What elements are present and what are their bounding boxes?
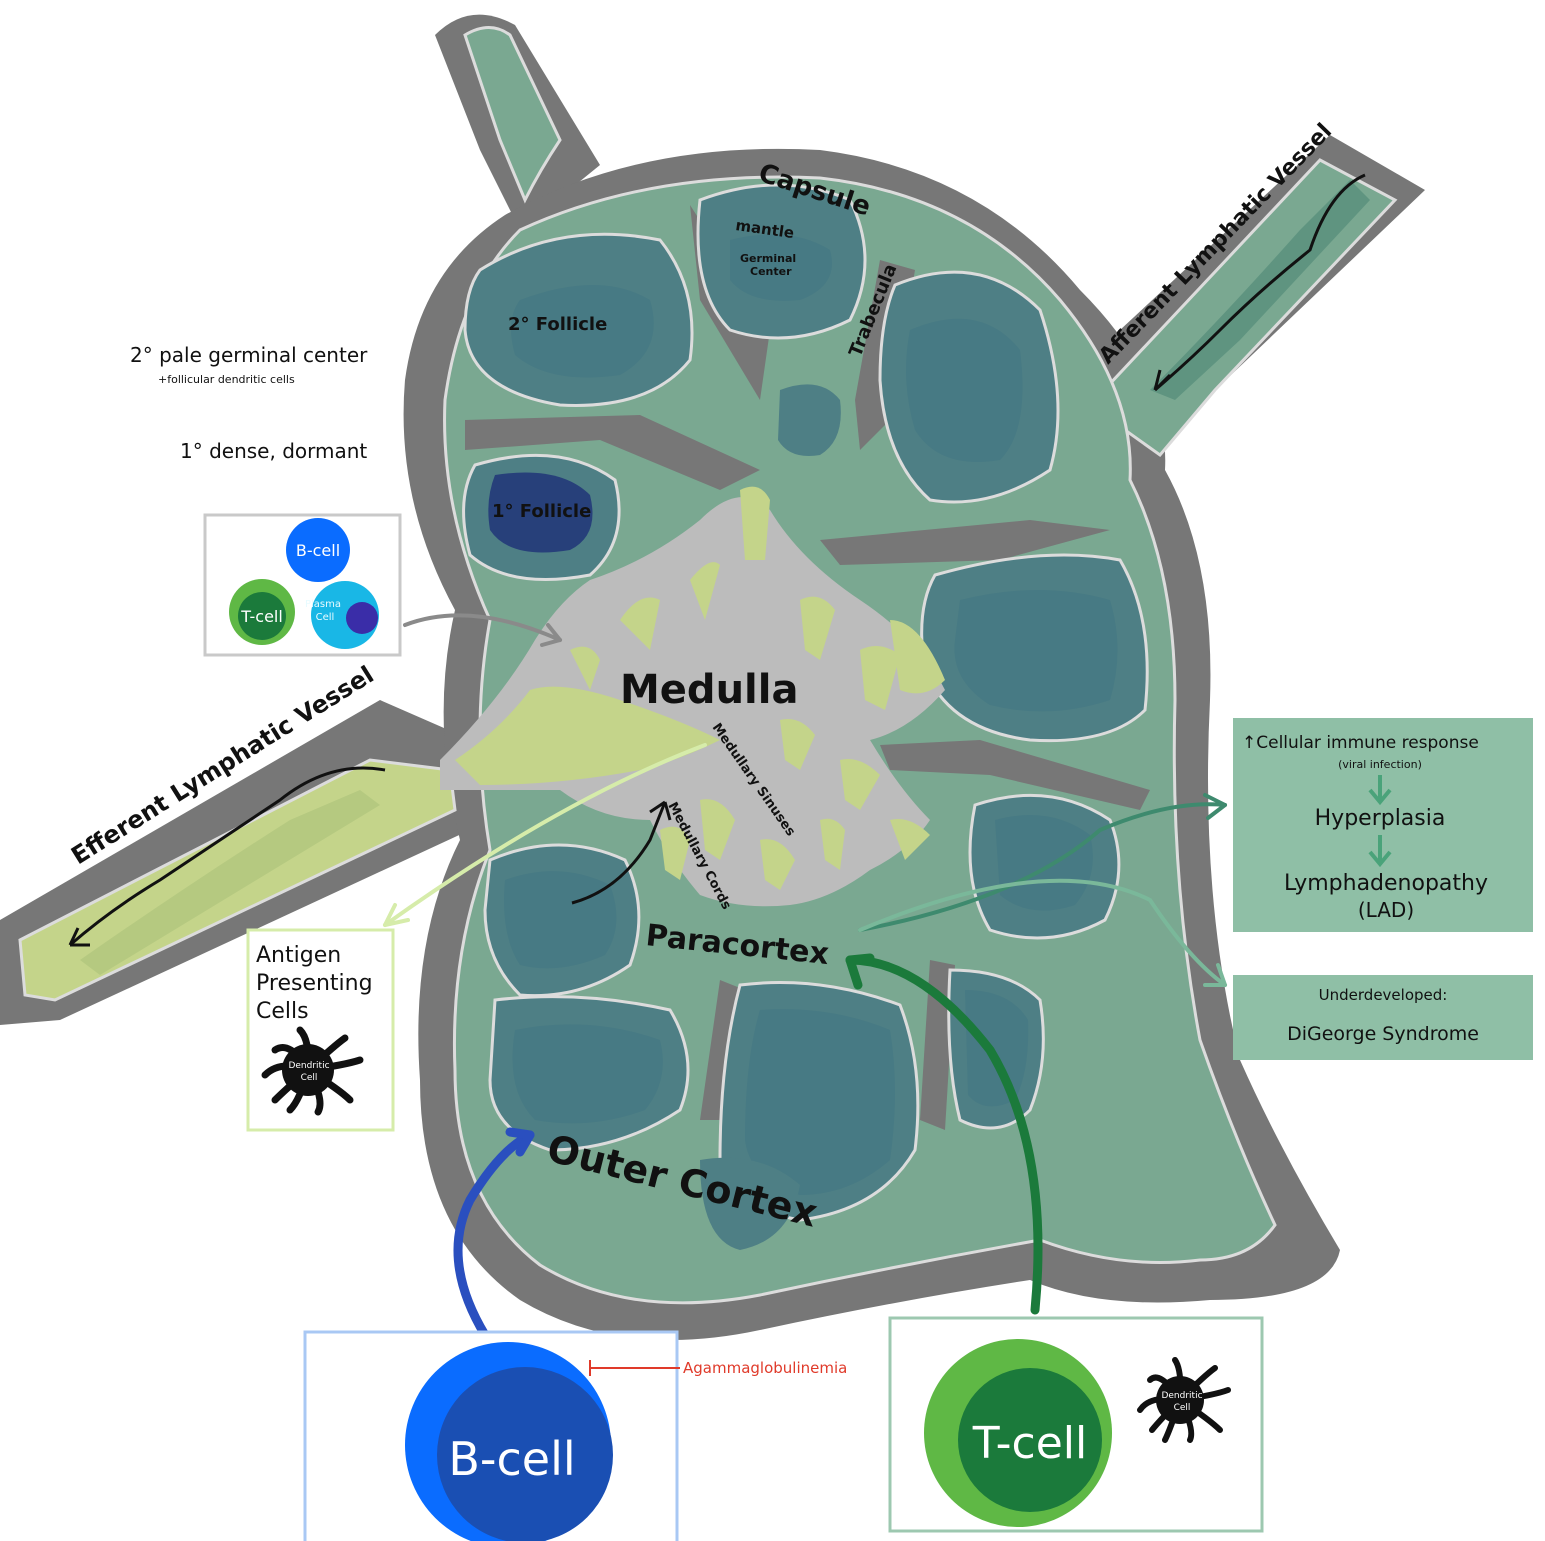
label-germinal-2: Center	[750, 265, 792, 278]
bottom-dendritic-1: Dendritic	[1161, 1391, 1202, 1401]
note-secondary: 2° pale germinal center	[130, 343, 368, 367]
response-box: ↑Cellular immune response (viral infecti…	[1233, 718, 1533, 932]
response-line5: (LAD)	[1358, 898, 1414, 922]
bottom-tcell-box: T-cell Dendritic Cell	[890, 1318, 1262, 1531]
underdeveloped-box: Underdeveloped: DiGeorge Syndrome	[1233, 975, 1533, 1060]
bottom-bcell-label: B-cell	[448, 1432, 575, 1486]
legend-plasma-2: Cell	[316, 612, 335, 623]
apc-line3: Cells	[256, 999, 309, 1024]
apc-line2: Presenting	[256, 971, 373, 996]
label-secondary-follicle: 2° Follicle	[508, 314, 607, 335]
underdeveloped-line2: DiGeorge Syndrome	[1287, 1023, 1479, 1045]
legend-bcell: B-cell	[296, 541, 340, 560]
legend-tcell: T-cell	[240, 607, 283, 626]
response-line4: Lymphadenopathy	[1284, 871, 1488, 896]
follicle-notes: 2° pale germinal center +follicular dend…	[130, 343, 368, 463]
apc-line1: Antigen	[256, 943, 341, 968]
response-line2: (viral infection)	[1338, 758, 1422, 771]
label-medulla: Medulla	[620, 667, 798, 713]
response-line3: Hyperplasia	[1315, 806, 1446, 831]
legend-plasma-1: Plasma	[305, 599, 341, 610]
label-germinal-1: Germinal	[740, 252, 796, 265]
note-primary: 1° dense, dormant	[180, 439, 367, 463]
underdeveloped-line1: Underdeveloped:	[1319, 986, 1448, 1004]
label-primary-follicle: 1° Follicle	[492, 501, 591, 522]
apc-box: Antigen Presenting Cells Dendritic Cell	[248, 930, 393, 1130]
response-line1: ↑Cellular immune response	[1242, 733, 1479, 753]
note-secondary-sub: +follicular dendritic cells	[158, 373, 295, 386]
apc-dendritic-1: Dendritic	[288, 1061, 329, 1071]
cell-legend-box: B-cell T-cell Plasma Cell	[205, 515, 400, 655]
bottom-tcell-label: T-cell	[972, 1418, 1087, 1469]
disease-label: Agammaglobulinemia	[683, 1359, 847, 1377]
bottom-dendritic-2: Cell	[1174, 1403, 1191, 1413]
bottom-bcell-box: B-cell Agammaglobulinemia	[305, 1332, 847, 1541]
apc-dendritic-2: Cell	[301, 1073, 318, 1083]
